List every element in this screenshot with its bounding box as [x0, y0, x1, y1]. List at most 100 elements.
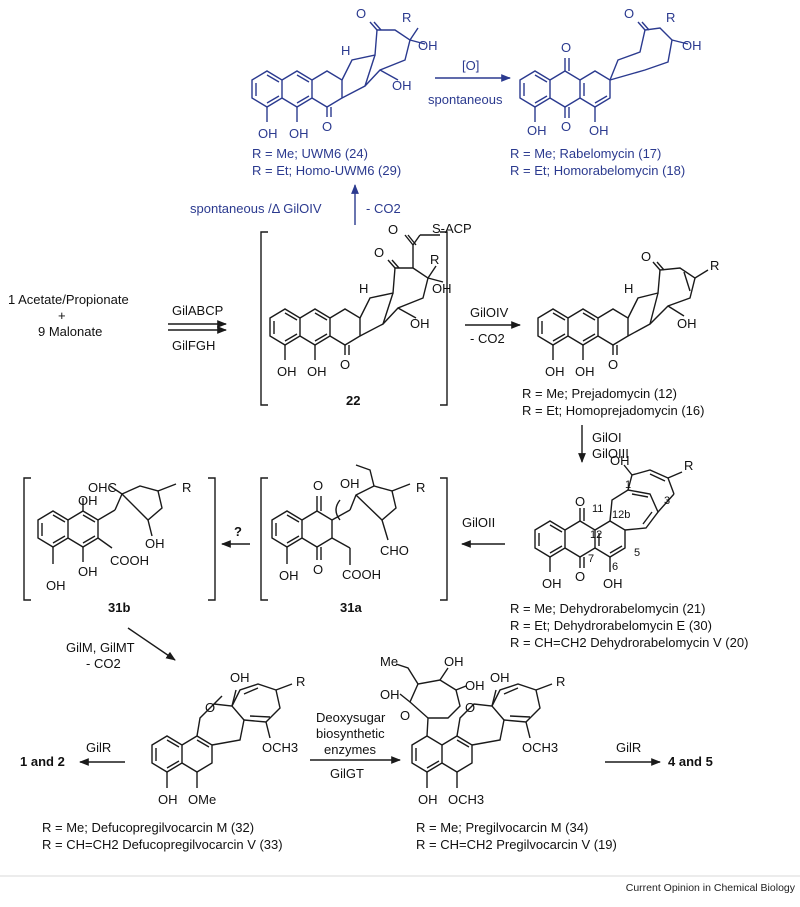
- rabelo-oh2: OH: [527, 123, 547, 138]
- c22-label: 22: [346, 393, 360, 408]
- start-line-2: +: [58, 308, 66, 323]
- c22-oh2: OH: [410, 316, 430, 331]
- c31a-oh: OH: [340, 476, 360, 491]
- prejado-o1: O: [641, 249, 651, 264]
- pregil-ho1: OH: [380, 687, 400, 702]
- dehydro-o1: O: [575, 494, 585, 509]
- rabelo-r: R: [666, 10, 675, 25]
- bracket-31b-left: [23, 477, 31, 601]
- uwm6-o: O: [356, 6, 366, 21]
- c31a-o1: O: [313, 478, 323, 493]
- c31a-r: R: [416, 480, 425, 495]
- giloiv-label: GilOIV: [470, 305, 509, 320]
- pregil-oh-sugar2: OH: [465, 678, 485, 693]
- start-line-3: 9 Malonate: [38, 324, 102, 339]
- bracket-31a-left: [260, 477, 268, 601]
- pregil-r: R: [556, 674, 565, 689]
- pregil-oh2: OH: [418, 792, 438, 807]
- gilfgh-label: GilFGH: [172, 338, 215, 353]
- c22-oh1: OH: [432, 281, 452, 296]
- start-line-1: 1 Acetate/Propionate: [8, 292, 129, 307]
- defuco-label-1: R = Me; Defucopregilvocarcin M (32): [42, 820, 254, 835]
- uwm6-structure: [251, 21, 426, 122]
- defuco-oh-top: OH: [230, 670, 250, 685]
- defuco-och3: OCH3: [262, 740, 298, 755]
- gilabcp-label: GilABCP: [172, 303, 223, 318]
- uwm6-oh3: OH: [258, 126, 278, 141]
- pregilvocarcin-structure: [395, 663, 553, 788]
- gilr-right-product: 4 and 5: [668, 754, 713, 769]
- dehydro-label-3: R = CH=CH2 Dehydrorabelomycin V (20): [510, 635, 748, 650]
- uwm6-oh2: OH: [392, 78, 412, 93]
- compound-22-structure: [269, 234, 444, 360]
- c22-o1: O: [374, 245, 384, 260]
- c31b-oh3: OH: [78, 564, 98, 579]
- dehydro-n12: 12: [590, 529, 602, 541]
- rabelomycin-structure: [519, 21, 689, 122]
- spontaneous-up-label: spontaneous /Δ GilOIV: [190, 201, 322, 216]
- rabelo-o3: O: [561, 119, 571, 134]
- pregil-o: O: [465, 700, 475, 715]
- dehydro-label-2: R = Et; Dehydrorabelomycin E (30): [510, 618, 712, 633]
- c22-sacp: S-ACP: [432, 221, 472, 236]
- pregil-och3-2: OCH3: [448, 792, 484, 807]
- uwm6-h: H: [341, 43, 350, 58]
- pregil-oh-sugar: OH: [444, 654, 464, 669]
- pregil-label-2: R = CH=CH2 Pregilvocarcin V (19): [416, 837, 617, 852]
- c22-o-acyl: O: [388, 222, 398, 237]
- pregil-oh-top: OH: [490, 670, 510, 685]
- defuco-o: O: [205, 700, 215, 715]
- defuco-label-2: R = CH=CH2 Defucopregilvocarcin V (33): [42, 837, 283, 852]
- prejadomycin-structure: [537, 261, 709, 360]
- uwm6-r: R: [402, 10, 411, 25]
- rabelo-label-2: R = Et; Homorabelomycin (18): [510, 163, 685, 178]
- gilgt-label: GilGT: [330, 766, 364, 781]
- uwm6-oh1: OH: [418, 38, 438, 53]
- bracket-31b-right: [208, 477, 216, 601]
- c22-r: R: [430, 252, 439, 267]
- c22-oh3: OH: [277, 364, 297, 379]
- giloii-label: GilOII: [462, 515, 495, 530]
- dehydro-n3: 3: [664, 495, 670, 507]
- c22-oh4: OH: [307, 364, 327, 379]
- c22-h: H: [359, 281, 368, 296]
- dehydro-n12b: 12b: [612, 509, 630, 521]
- compound-31b-structure: [37, 483, 177, 564]
- pregil-o-ring: O: [400, 708, 410, 723]
- prejado-oh: OH: [677, 316, 697, 331]
- pregil-label-1: R = Me; Pregilvocarcin M (34): [416, 820, 588, 835]
- dehydro-oh2: OH: [542, 576, 562, 591]
- c31b-oh1: OH: [78, 493, 98, 508]
- rabelo-o2: O: [624, 6, 634, 21]
- dehydro-n11: 11: [592, 503, 603, 515]
- rabelo-o1: O: [561, 40, 571, 55]
- prejado-h: H: [624, 281, 633, 296]
- co2-up-label: - CO2: [366, 201, 401, 216]
- pregil-och3: OCH3: [522, 740, 558, 755]
- c31a-label: 31a: [340, 600, 362, 615]
- bracket-22-left: [260, 231, 268, 406]
- c22-o2: O: [340, 357, 350, 372]
- c31b-label: 31b: [108, 600, 130, 615]
- c31b-r: R: [182, 480, 191, 495]
- uwm6-label-2: R = Et; Homo-UWM6 (29): [252, 163, 401, 178]
- dehydro-n5: 5: [634, 547, 640, 559]
- gilr-left-product: 1 and 2: [20, 754, 65, 769]
- giloiii-label: GilOIII: [592, 446, 629, 461]
- gilm-label: GilM, GilMT: [66, 640, 135, 655]
- defuco-oh2: OH: [158, 792, 178, 807]
- bracket-31a-right: [440, 477, 448, 601]
- dehydro-n6: 6: [612, 561, 618, 573]
- uwm6-oh4: OH: [289, 126, 309, 141]
- defuco-structure: [151, 683, 293, 788]
- uwm6-label-1: R = Me; UWM6 (24): [252, 146, 368, 161]
- spontaneous-label: spontaneous: [428, 92, 503, 107]
- footer-credit: Current Opinion in Chemical Biology: [626, 882, 796, 894]
- deoxy-line-3: enzymes: [324, 742, 377, 757]
- deoxy-line-1: Deoxysugar: [316, 710, 386, 725]
- oxidation-label: [O]: [462, 58, 479, 73]
- giloi-label: GilOI: [592, 430, 622, 445]
- deoxy-line-2: biosynthetic: [316, 726, 385, 741]
